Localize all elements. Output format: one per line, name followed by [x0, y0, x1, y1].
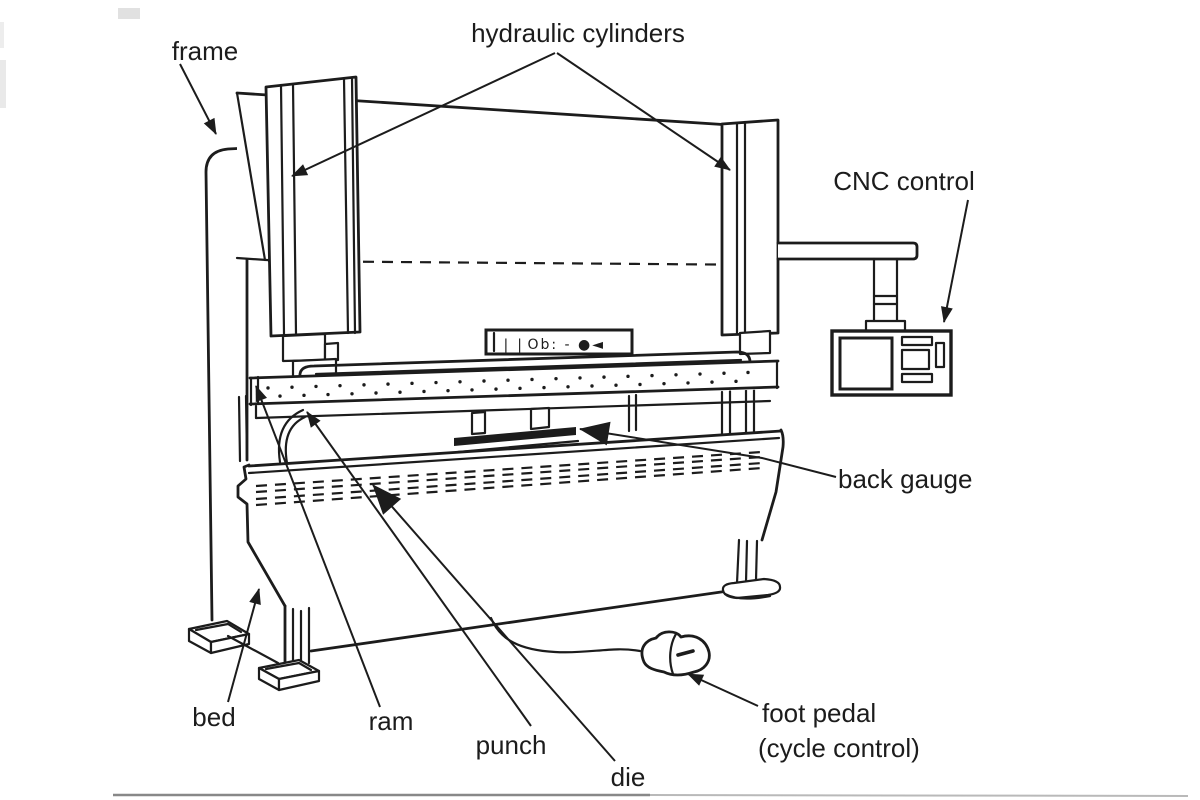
gap-structure — [237, 386, 756, 465]
labels: frame hydraulic cylinders CNC control ba… — [172, 18, 975, 792]
cnc-screen — [838, 336, 894, 391]
label-hydraulic-cylinders: hydraulic cylinders — [471, 18, 685, 48]
cnc-pendant — [830, 329, 953, 397]
label-back-gauge: back gauge — [838, 464, 972, 494]
leader-frame — [179, 63, 217, 135]
label-ram: ram — [369, 706, 414, 736]
die-rail — [255, 450, 763, 507]
left-hydraulic-cylinder — [264, 75, 362, 383]
leader-lines — [179, 52, 969, 762]
label-punch: punch — [476, 730, 547, 760]
label-frame: frame — [172, 36, 238, 66]
ram-panel-glyphs: ❘❘Ob: - ●◄ — [500, 337, 605, 353]
bed-left-leg — [283, 604, 311, 670]
foot-pedal — [640, 630, 711, 677]
leader-ram — [255, 385, 381, 708]
label-cnc-control: CNC control — [833, 166, 975, 196]
scan-artifacts — [0, 8, 1189, 797]
right-hydraulic-cylinder — [720, 118, 780, 356]
bed-left-foot — [257, 658, 321, 692]
pedal-cable — [489, 616, 642, 654]
leader-hydraulic-left — [291, 52, 556, 177]
label-bed: bed — [192, 702, 235, 732]
label-foot-pedal: foot pedal — [762, 698, 876, 728]
bed-right-foot — [721, 577, 782, 600]
leader-back-gauge — [579, 421, 837, 478]
leader-bed — [227, 588, 261, 703]
leader-hydraulic-right — [556, 52, 731, 171]
cnc-arm — [776, 241, 919, 334]
leader-die — [372, 484, 616, 762]
leader-cnc-control — [941, 199, 969, 323]
ram-assembly: ❘❘Ob: - ●◄ — [248, 328, 780, 420]
cnc-buttons — [900, 335, 946, 384]
ram-control-strip: ❘❘Ob: - ●◄ — [484, 328, 634, 356]
frame-foot — [187, 619, 251, 655]
label-cycle-control: (cycle control) — [758, 733, 920, 763]
leader-foot-pedal — [687, 673, 759, 707]
bed-right-leg — [735, 538, 759, 585]
ram-bolt-dots — [266, 370, 750, 398]
punch-strip — [254, 399, 772, 420]
frame-plate — [187, 146, 251, 655]
label-die: die — [611, 762, 646, 792]
leader-punch — [306, 411, 532, 727]
